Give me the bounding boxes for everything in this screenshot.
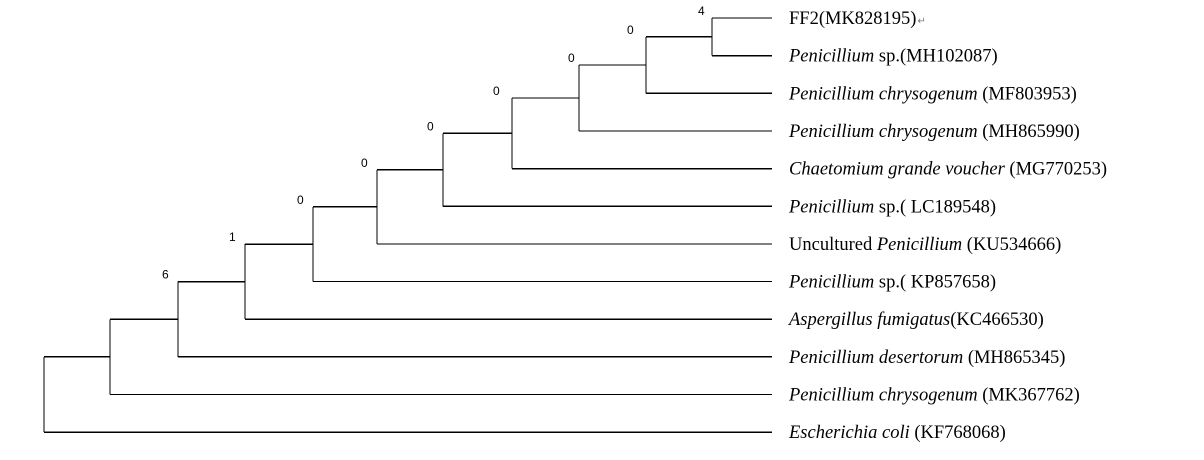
support-value-n2: 0 — [627, 23, 634, 37]
taxon-label-part: (KC466530) — [950, 310, 1044, 330]
taxon-label-part: (MH865990) — [978, 122, 1080, 142]
taxon-label-t6: Penicillium sp.( LC189548) — [788, 197, 996, 217]
taxon-label-t9: Aspergillus fumigatus(KC466530) — [787, 310, 1044, 330]
taxon-label-part: Penicillium desertorum — [788, 348, 963, 368]
taxon-label-t1: FF2(MK828195)↵ — [789, 9, 926, 29]
taxon-label-t10: Penicillium desertorum (MH865345) — [788, 348, 1065, 368]
taxon-label-t7: Uncultured Penicillium (KU534666) — [789, 235, 1061, 255]
taxon-label-part: Chaetomium grande voucher — [789, 160, 1006, 180]
taxon-label-part: Penicillium chrysogenum — [788, 84, 978, 104]
taxon-label-part: (MK367762) — [978, 386, 1080, 406]
taxon-label-part: FF2(MK828195) — [789, 9, 916, 29]
taxon-label-t5: Chaetomium grande voucher (MG770253) — [789, 160, 1107, 180]
taxon-label-part: Aspergillus fumigatus — [787, 310, 950, 330]
taxon-label-t12: Escherichia coli (KF768068) — [788, 423, 1006, 443]
taxon-label-part: (MG770253) — [1005, 160, 1107, 180]
taxon-label-part: Penicillium — [788, 47, 874, 67]
support-value-n6: 0 — [361, 156, 368, 170]
support-value-n7: 0 — [297, 193, 304, 207]
support-value-n8: 1 — [229, 230, 236, 244]
paragraph-mark-icon: ↵ — [917, 16, 925, 27]
support-value-n5: 0 — [427, 119, 434, 133]
taxon-label-part: Penicillium chrysogenum — [788, 386, 978, 406]
taxon-label-part: Penicillium — [876, 235, 962, 255]
taxon-label-part: Penicillium — [788, 197, 874, 217]
support-value-n9: 6 — [162, 268, 169, 282]
taxon-label-part: Penicillium — [788, 273, 874, 293]
taxon-label-t2: Penicillium sp.(MH102087) — [788, 47, 998, 67]
taxon-label-part: Penicillium chrysogenum — [788, 122, 978, 142]
taxon-label-part: sp.(MH102087) — [874, 47, 997, 67]
taxon-label-part: (KU534666) — [962, 235, 1061, 255]
taxon-label-part: (KF768068) — [910, 423, 1006, 443]
taxon-label-part: sp.( LC189548) — [874, 197, 996, 217]
taxon-label-t8: Penicillium sp.( KP857658) — [788, 273, 996, 293]
support-value-n4: 0 — [493, 84, 500, 98]
taxon-label-part: Escherichia coli — [788, 423, 910, 443]
taxon-label-part: (MF803953) — [978, 84, 1077, 104]
support-value-n1: 4 — [698, 4, 705, 18]
taxon-label-part: Uncultured — [789, 235, 877, 255]
taxon-label-t3: Penicillium chrysogenum (MF803953) — [788, 84, 1077, 104]
support-value-n3: 0 — [568, 51, 575, 65]
taxon-label-part: sp.( KP857658) — [874, 273, 996, 293]
taxon-label-part: (MH865345) — [963, 348, 1065, 368]
taxon-label-t4: Penicillium chrysogenum (MH865990) — [788, 122, 1080, 142]
taxon-label-t11: Penicillium chrysogenum (MK367762) — [788, 386, 1080, 406]
